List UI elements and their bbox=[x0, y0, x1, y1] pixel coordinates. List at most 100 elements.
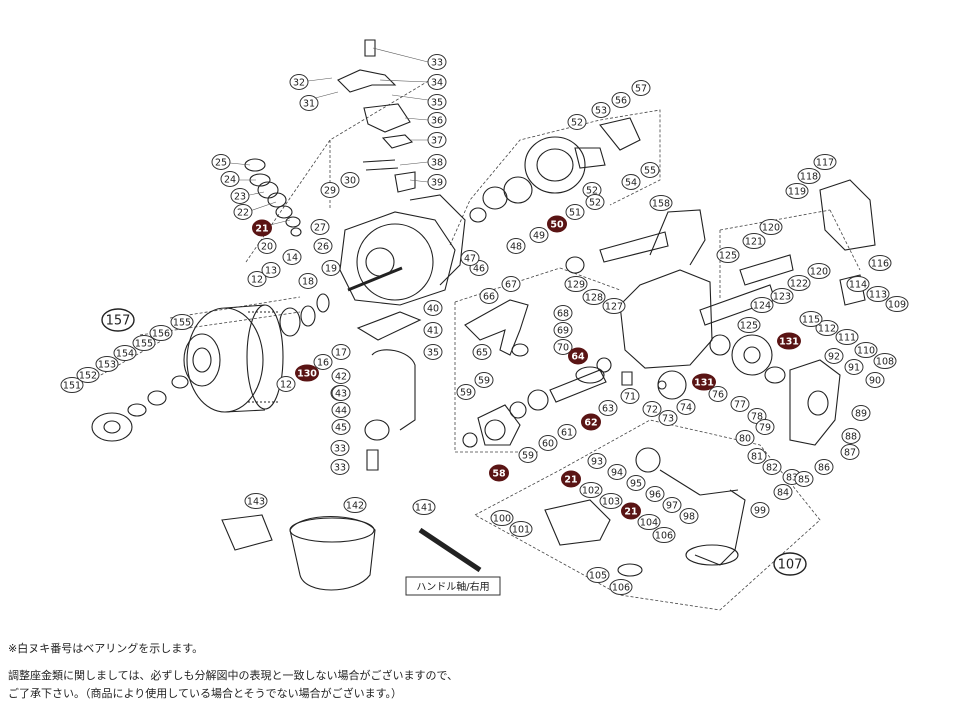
part-callout: 59 bbox=[518, 447, 538, 463]
part-callout: 42 bbox=[331, 368, 351, 384]
part-callout: 102 bbox=[579, 482, 603, 498]
callout-number: 122 bbox=[790, 279, 808, 290]
callout-number: 86 bbox=[818, 463, 830, 474]
part-callout: 48 bbox=[506, 238, 526, 254]
callout-number: 31 bbox=[303, 99, 315, 110]
part-callout: 113 bbox=[866, 286, 890, 302]
callout-number: 123 bbox=[773, 292, 791, 303]
callout-number: 38 bbox=[431, 158, 443, 169]
callout-number: 106 bbox=[612, 583, 630, 594]
part-callout: 12 bbox=[247, 271, 267, 287]
part-callout: 90 bbox=[865, 372, 885, 388]
part-callout: 79 bbox=[755, 419, 775, 435]
callout-number: 35 bbox=[431, 98, 443, 109]
callout-number: 151 bbox=[63, 381, 81, 392]
callout-number: 95 bbox=[630, 479, 642, 490]
part-callout: 96 bbox=[645, 486, 665, 502]
part-callout: 122 bbox=[787, 275, 811, 291]
callout-number: 116 bbox=[871, 259, 889, 270]
part-callout: 87 bbox=[840, 444, 860, 460]
note-line-2: ご了承下さい。（商品により使用している場合とそうでない場合がございます。） bbox=[8, 687, 403, 700]
part-callout: 18 bbox=[298, 273, 318, 289]
part-callout: 86 bbox=[814, 459, 834, 475]
callout-number: 21 bbox=[624, 507, 637, 518]
callout-number: 73 bbox=[662, 414, 674, 425]
part-callout: 155 bbox=[132, 335, 156, 351]
callout-number: 118 bbox=[800, 172, 818, 183]
part-callout: 61 bbox=[557, 424, 577, 440]
callout-number: 125 bbox=[740, 321, 758, 332]
callout-number: 52 bbox=[571, 118, 583, 129]
part-callout: 82 bbox=[762, 459, 782, 475]
callout-number: 114 bbox=[849, 280, 867, 291]
callout-number: 52 bbox=[589, 198, 601, 209]
part-callout: 54 bbox=[621, 174, 641, 190]
callout-number: 34 bbox=[431, 78, 443, 89]
callout-number: 121 bbox=[745, 237, 763, 248]
part-callout: 33 bbox=[427, 54, 447, 70]
part-callout: 36 bbox=[427, 112, 447, 128]
callout-number: 39 bbox=[431, 178, 443, 189]
callout-number: 107 bbox=[778, 558, 803, 573]
callout-number: 98 bbox=[683, 512, 695, 523]
callout-number: 157 bbox=[106, 314, 131, 329]
callout-number: 35 bbox=[427, 348, 439, 359]
part-callout: 114 bbox=[846, 276, 870, 292]
part-callout: 88 bbox=[841, 428, 861, 444]
callout-number: 49 bbox=[533, 231, 545, 242]
part-callout: 20 bbox=[257, 238, 277, 254]
part-callout: 26 bbox=[313, 238, 333, 254]
bearing-callout: 62 bbox=[581, 413, 601, 431]
callout-number: 142 bbox=[346, 501, 364, 512]
part-callout: 92 bbox=[824, 348, 844, 364]
bearing-callout: 21 bbox=[252, 219, 272, 237]
part-callout: 155 bbox=[170, 314, 194, 330]
callout-number: 80 bbox=[739, 434, 751, 445]
callout-number: 82 bbox=[766, 463, 778, 474]
callout-number: 45 bbox=[335, 423, 347, 434]
callout-number: 131 bbox=[779, 337, 799, 348]
callout-number: 115 bbox=[802, 315, 820, 326]
part-callout: 142 bbox=[343, 497, 367, 513]
part-callout: 16 bbox=[313, 354, 333, 370]
callout-number: 112 bbox=[818, 324, 836, 335]
part-callout: 23 bbox=[230, 188, 250, 204]
part-callout: 32 bbox=[289, 74, 309, 90]
callout-number: 63 bbox=[602, 404, 614, 415]
part-callout: 51 bbox=[565, 204, 585, 220]
callout-number: 20 bbox=[261, 242, 273, 253]
part-callout: 29 bbox=[320, 182, 340, 198]
part-callout: 84 bbox=[773, 484, 793, 500]
part-callout: 47 bbox=[460, 250, 480, 266]
part-callout: 35 bbox=[423, 344, 443, 360]
callout-number: 119 bbox=[788, 187, 806, 198]
callout-number: 81 bbox=[751, 452, 763, 463]
part-callout: 43 bbox=[331, 385, 351, 401]
callout-number: 124 bbox=[753, 301, 771, 312]
part-callout: 128 bbox=[582, 289, 606, 305]
callout-number: 33 bbox=[431, 58, 443, 69]
part-callout: 123 bbox=[770, 288, 794, 304]
bearing-callout: 58 bbox=[489, 464, 509, 482]
part-callout: 98 bbox=[679, 508, 699, 524]
bearing-callout: 50 bbox=[547, 215, 567, 233]
callout-number: 66 bbox=[483, 292, 495, 303]
callout-number: 153 bbox=[98, 360, 116, 371]
part-callout: 151 bbox=[60, 377, 84, 393]
part-callout: 14 bbox=[282, 249, 302, 265]
callout-number: 93 bbox=[591, 457, 603, 468]
callout-number: 102 bbox=[582, 486, 600, 497]
part-callout: 63 bbox=[598, 400, 618, 416]
callout-number: 27 bbox=[314, 223, 326, 234]
part-callout: 116 bbox=[868, 255, 892, 271]
part-callout: 81 bbox=[747, 448, 767, 464]
part-callout: 37 bbox=[427, 132, 447, 148]
callout-number: 50 bbox=[550, 220, 564, 231]
part-callout: 67 bbox=[501, 276, 521, 292]
part-callout: 91 bbox=[844, 359, 864, 375]
callout-number: 36 bbox=[431, 116, 443, 127]
part-callout: 59 bbox=[474, 372, 494, 388]
callout-number: 59 bbox=[478, 376, 490, 387]
callout-number: 29 bbox=[324, 186, 336, 197]
callout-number: 108 bbox=[876, 357, 894, 368]
